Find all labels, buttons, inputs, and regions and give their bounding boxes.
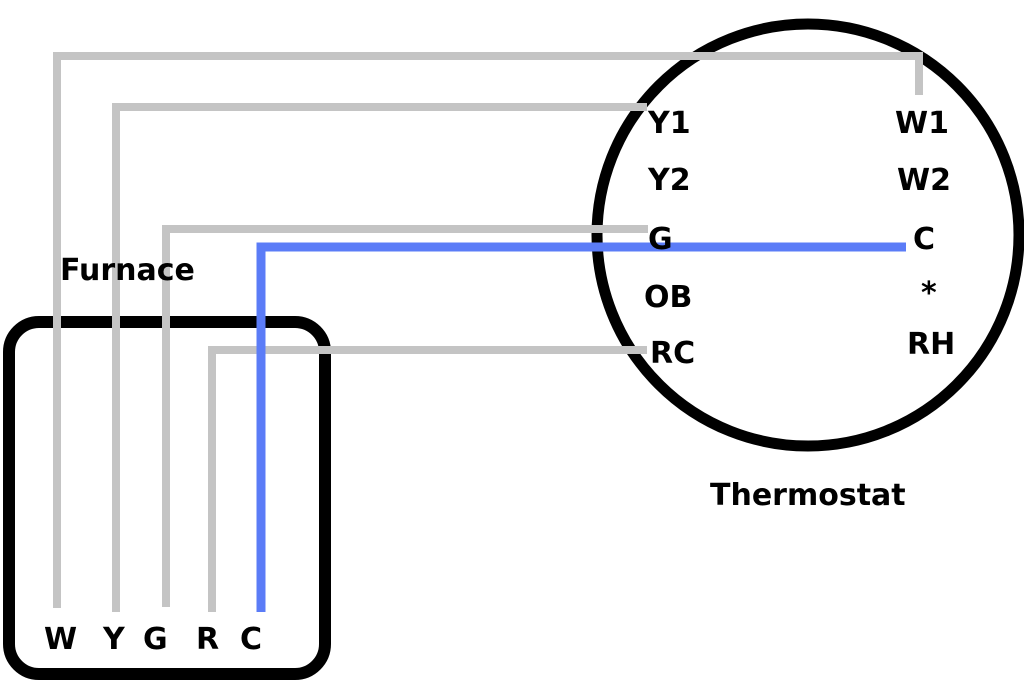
wire-g-to-g bbox=[162, 225, 648, 607]
wire-w-to-w1 bbox=[53, 52, 923, 608]
thermostat-terminal-w1: W1 bbox=[895, 106, 949, 141]
thermostat-terminal-g: G bbox=[648, 222, 673, 257]
thermostat-terminal-star: * bbox=[921, 276, 937, 311]
wire-c-to-c bbox=[256, 242, 906, 612]
furnace-terminal-g: G bbox=[143, 622, 168, 657]
thermostat-terminal-w2: W2 bbox=[897, 163, 951, 198]
furnace-terminal-y: Y bbox=[102, 622, 126, 657]
wires bbox=[53, 52, 923, 612]
thermostat-terminal-y1: Y1 bbox=[647, 106, 691, 141]
furnace-terminal-r: R bbox=[196, 622, 219, 657]
wire-y-to-y1 bbox=[112, 103, 647, 612]
furnace-terminal-w: W bbox=[44, 622, 77, 657]
thermostat-outline bbox=[591, 18, 1024, 452]
thermostat-label: Thermostat bbox=[710, 478, 906, 513]
wire-r-to-rc bbox=[208, 346, 647, 612]
thermostat-terminal-rc: RC bbox=[650, 336, 695, 371]
thermostat-terminal-c: C bbox=[913, 222, 935, 257]
thermostat-terminal-y2: Y2 bbox=[647, 163, 691, 198]
furnace-label: Furnace bbox=[60, 253, 195, 288]
furnace-terminal-c: C bbox=[240, 622, 262, 657]
thermostat-terminal-rh: RH bbox=[907, 327, 955, 362]
thermostat-terminal-ob: OB bbox=[644, 280, 692, 315]
